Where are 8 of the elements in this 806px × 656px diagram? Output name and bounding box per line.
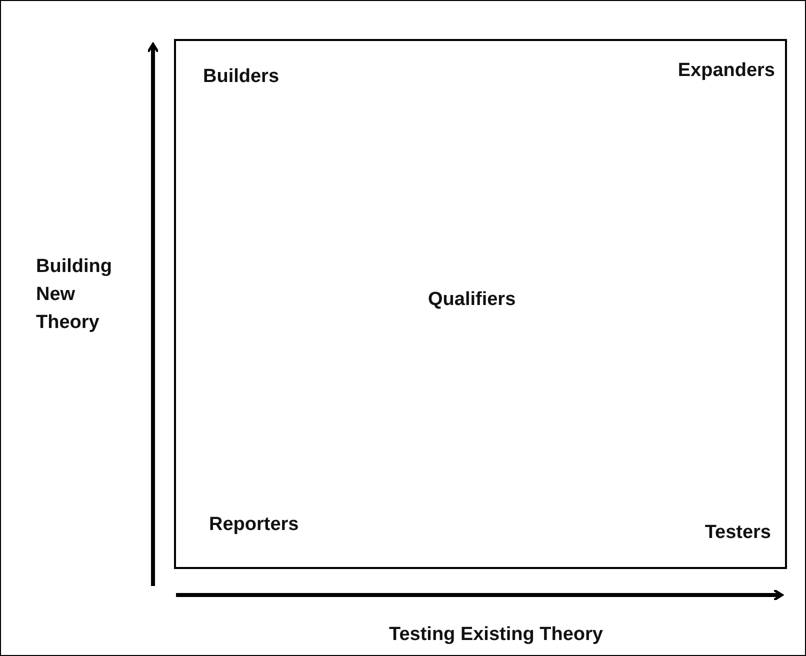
axis-label: Testing Existing Theory xyxy=(388,623,604,647)
category-label: Qualifiers xyxy=(428,288,516,312)
category-label: Builders xyxy=(203,65,280,89)
matrix-box xyxy=(174,39,787,569)
category-label: Testers xyxy=(704,521,771,545)
category-label: Reporters xyxy=(209,513,299,537)
category-label: Expanders xyxy=(678,59,775,83)
axis-label: Building New Theory xyxy=(36,255,113,335)
